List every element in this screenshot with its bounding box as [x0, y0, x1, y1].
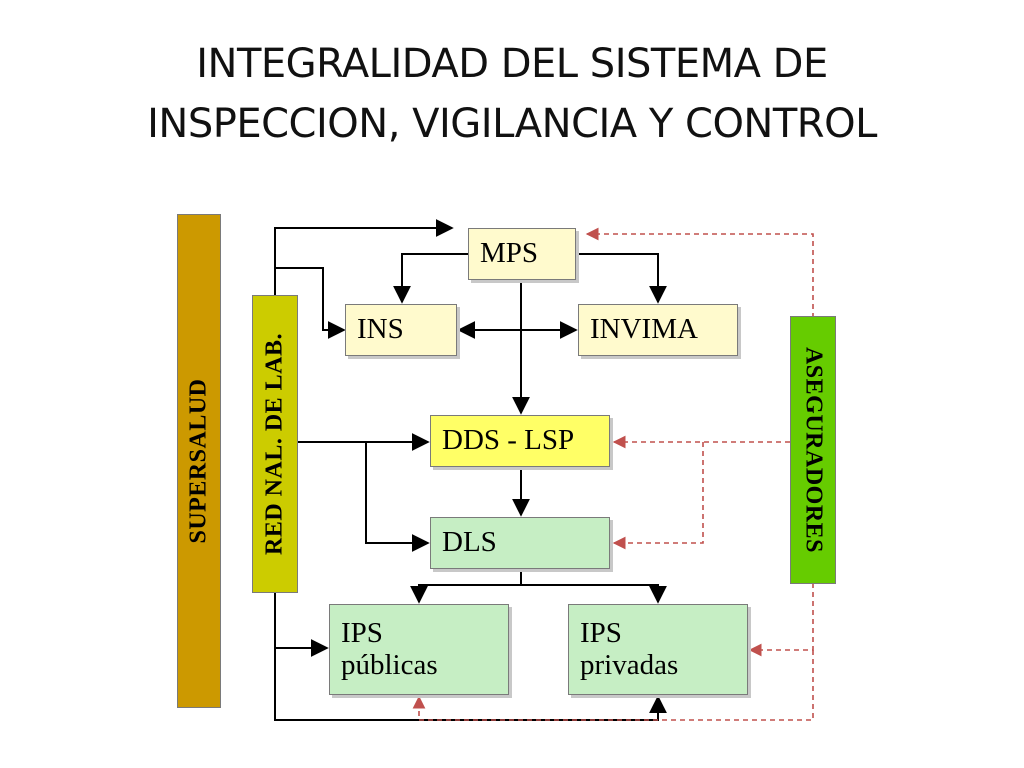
aseguradores-label: ASEGURADORES: [800, 346, 827, 554]
red-nal-lab-label: RED NAL. DE LAB.: [261, 332, 288, 556]
node-dds-lsp-label: DDS - LSP: [442, 424, 575, 456]
node-ips-publicas: IPS públicas: [329, 604, 509, 695]
node-ips-publicas-line-2: públicas: [341, 649, 438, 681]
title-line-1: INTEGRALIDAD DEL SISTEMA DE: [196, 41, 828, 87]
node-mps-label: MPS: [480, 237, 539, 269]
node-ips-publicas-line-1: IPS: [341, 617, 383, 649]
node-ips-privadas-line-1: IPS: [580, 617, 622, 649]
node-ips-privadas-line-2: privadas: [580, 649, 679, 681]
arrow-red-to-dls: [365, 442, 430, 552]
supersalud-bar: SUPERSALUD: [177, 214, 221, 708]
node-ips-privadas-label: IPS privadas: [580, 617, 678, 681]
node-ins: INS: [345, 304, 457, 356]
red-nal-lab-bar: RED NAL. DE LAB.: [252, 295, 298, 593]
node-dls-label: DLS: [442, 526, 497, 558]
aseguradores-bar: ASEGURADORES: [790, 316, 836, 584]
arrow-mps-to-invima: [577, 253, 667, 304]
page-title: INTEGRALIDAD DEL SISTEMA DE INSPECCION, …: [0, 34, 1024, 154]
supersalud-label: SUPERSALUD: [185, 378, 212, 544]
dashed-aseg-to-dls: [612, 442, 704, 550]
node-invima: INVIMA: [578, 304, 738, 356]
node-dls: DLS: [430, 517, 610, 569]
arrow-dls-to-ips-publicas: [410, 570, 522, 604]
node-ins-label: INS: [357, 313, 404, 345]
dashed-aseg-to-mps: [585, 227, 814, 318]
node-invima-label: INVIMA: [590, 313, 698, 345]
arrow-dls-to-ips-privadas: [521, 584, 667, 604]
arrow-red-to-mps: [274, 219, 454, 295]
node-mps: MPS: [468, 228, 576, 280]
dashed-aseg-to-ips-privadas: [748, 583, 814, 657]
arrow-mps-to-ins: [393, 253, 468, 304]
arrow-red-to-ins: [275, 267, 346, 339]
node-ips-privadas: IPS privadas: [568, 604, 748, 695]
node-dds-lsp: DDS - LSP: [430, 415, 610, 467]
arrow-red-to-ips-publicas: [274, 593, 329, 657]
node-ips-publicas-label: IPS públicas: [341, 617, 438, 681]
title-line-2: INSPECCION, VIGILANCIA Y CONTROL: [147, 101, 877, 147]
